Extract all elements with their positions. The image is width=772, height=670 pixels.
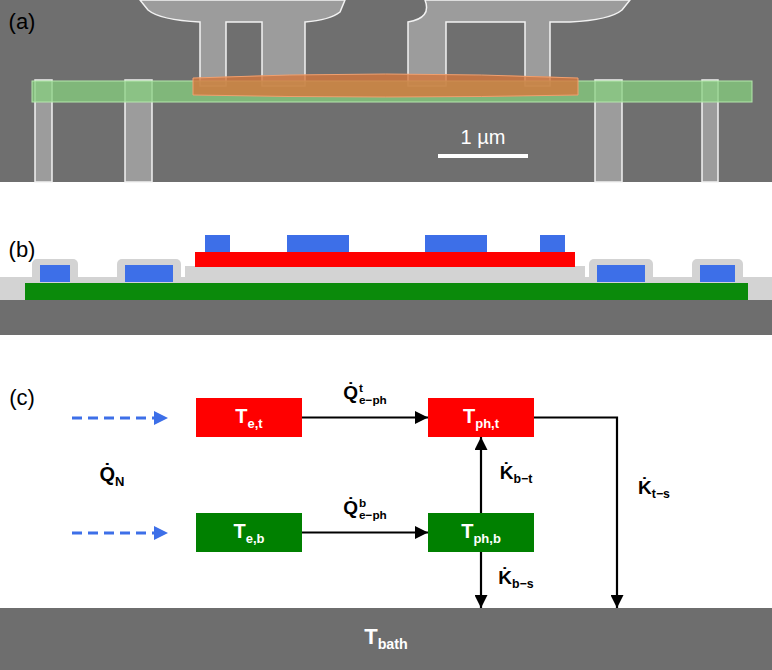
bath-band: Tbath <box>0 608 772 670</box>
superscript: b <box>359 497 387 509</box>
heat-input-arrow <box>72 532 168 535</box>
insulator-spacer <box>185 266 585 283</box>
index-stack: be−ph <box>359 497 387 522</box>
temperature-label: Te,t <box>235 405 262 431</box>
electron-temperature-box: Te,b <box>196 513 302 552</box>
symbol-base: Q̇ <box>343 382 358 403</box>
subscript: e−ph <box>359 509 387 521</box>
contact-pads <box>40 235 735 282</box>
symbol-base: T <box>461 520 473 542</box>
heat-flow-label: K̇b−s <box>496 568 535 592</box>
heat-flow-label: Q̇be−ph <box>341 497 389 522</box>
contact-pad <box>597 265 645 282</box>
panel-letter: (a) <box>9 10 36 34</box>
contact-pad <box>205 235 230 252</box>
contact-pad <box>425 235 487 252</box>
subscript: b−s <box>512 577 534 591</box>
panel-letter: (c) <box>9 386 35 410</box>
substrate <box>0 300 772 335</box>
heat-input-arrow <box>72 417 168 420</box>
subscript: ph,b <box>473 530 500 545</box>
contact-pad <box>40 265 70 282</box>
electron-temperature-box: Te,t <box>196 398 302 437</box>
subscript: e,t <box>248 415 263 430</box>
heat-input-label: Q̇N <box>100 463 125 489</box>
heat-flow-arrow <box>302 416 428 418</box>
contact-pad <box>700 265 735 282</box>
symbol-base: K̇ <box>500 462 514 483</box>
index-stack: te−ph <box>359 382 387 407</box>
contact-pad <box>287 235 349 252</box>
subscript: bath <box>378 636 408 652</box>
symbol-base: K̇ <box>498 567 512 588</box>
subscript: e−ph <box>359 394 387 406</box>
temperature-label: Tph,t <box>463 405 499 431</box>
contact-pad <box>540 235 565 252</box>
temperature-label: Tph,b <box>461 520 501 546</box>
sem-top-contact <box>408 0 630 86</box>
symbol-base: T <box>235 405 247 427</box>
phonon-temperature-box: Tph,b <box>428 513 534 552</box>
symbol-base: T <box>463 405 475 427</box>
heat-flow-arrow <box>302 531 428 533</box>
phonon-temperature-box: Tph,t <box>428 398 534 437</box>
temperature-label: Tbath <box>364 625 408 653</box>
heat-flow-label: K̇b−t <box>498 463 535 487</box>
symbol-base: Q̇ <box>343 497 358 518</box>
contact-pad <box>125 265 173 282</box>
subscript: ph,t <box>475 415 499 430</box>
top-layer <box>195 252 575 267</box>
subscript: e,b <box>246 530 265 545</box>
sem-background <box>0 0 772 182</box>
subscript: t−s <box>652 487 670 501</box>
scale-label: 1 µm <box>461 126 506 148</box>
heat-flow-arrow <box>534 418 617 609</box>
heat-flow-label: Q̇te−ph <box>341 382 389 407</box>
heat-flow-arrow <box>480 552 482 608</box>
symbol-base: T <box>364 624 377 649</box>
symbol-base: T <box>233 520 245 542</box>
subscript: b−t <box>513 472 532 486</box>
top-layer-overlay <box>193 74 578 97</box>
scale-bar <box>438 154 528 158</box>
symbol-base: K̇ <box>638 477 652 498</box>
superscript: t <box>359 382 387 394</box>
heat-flow-label: K̇t−s <box>636 478 672 502</box>
panel-letter: (b) <box>9 238 36 262</box>
temperature-label: Te,b <box>233 520 264 546</box>
bottom-layer <box>25 283 748 300</box>
symbol-base: Q̇ <box>100 463 116 485</box>
sem-top-contact <box>140 0 345 86</box>
heat-flow-arrow <box>480 437 482 513</box>
subscript: N <box>115 474 124 489</box>
